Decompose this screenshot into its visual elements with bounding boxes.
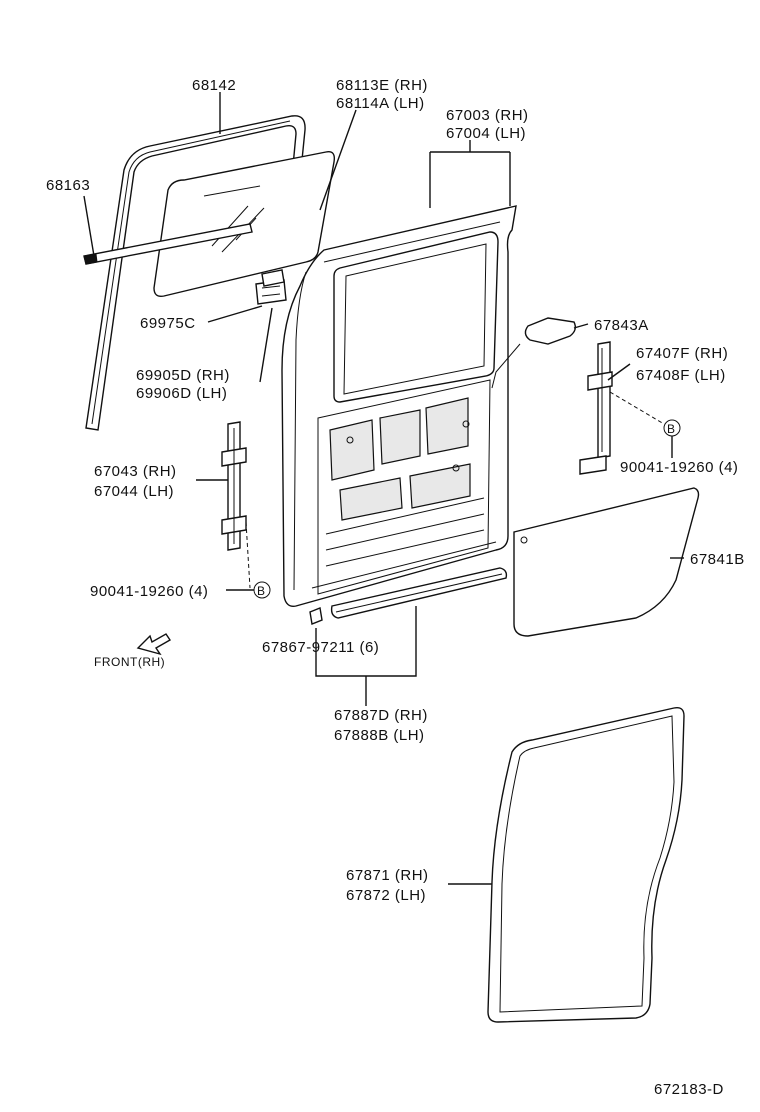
label-69906D: 69906D (LH) (136, 385, 227, 402)
clip-67867 (309, 607, 323, 625)
label-69905D: 69905D (RH) (136, 367, 230, 384)
label-67888B: 67888B (LH) (334, 727, 425, 744)
ref-marker-b-right: B (663, 419, 681, 437)
label-67003: 67003 (RH) (446, 107, 529, 124)
hinge-67407F (579, 341, 613, 475)
quarter-glass-68113E (153, 151, 336, 298)
label-67004: 67004 (LH) (446, 125, 526, 142)
label-front: FRONT(RH) (94, 655, 165, 669)
door-panel-67003 (281, 205, 517, 607)
door-frame-strip-67887D (330, 567, 508, 619)
leader-lines (83, 92, 684, 885)
door-trim-67841B (513, 487, 700, 637)
svg-text:B: B (257, 584, 266, 598)
label-67887D: 67887D (RH) (334, 707, 428, 724)
label-68113E: 68113E (RH) (336, 77, 428, 94)
hole-cover-67843A (491, 317, 577, 389)
glass-channel-68163 (83, 223, 253, 265)
label-90041-left: 90041-19260 (4) (90, 583, 208, 600)
label-67843A: 67843A (594, 317, 649, 334)
label-67043: 67043 (RH) (94, 463, 177, 480)
clip-69905D (261, 269, 285, 287)
label-67407F: 67407F (RH) (636, 345, 728, 362)
label-67841B: 67841B (690, 551, 745, 568)
label-90041-right: 90041-19260 (4) (620, 459, 738, 476)
label-67408F: 67408F (LH) (636, 367, 726, 384)
label-68163: 68163 (46, 177, 90, 194)
label-68114A: 68114A (LH) (336, 95, 425, 112)
label-67872: 67872 (LH) (346, 887, 426, 904)
hinge-67043 (221, 421, 247, 551)
label-69975C: 69975C (140, 315, 196, 332)
weatherstrip-67871 (487, 706, 685, 1023)
label-67044: 67044 (LH) (94, 483, 174, 500)
label-68142: 68142 (192, 77, 236, 94)
figure-code: 672183-D (654, 1081, 724, 1098)
label-67867: 67867-97211 (6) (262, 639, 379, 656)
label-67871: 67871 (RH) (346, 867, 429, 884)
svg-text:B: B (667, 422, 676, 436)
front-arrow-icon (136, 633, 171, 656)
ref-marker-b-left: B (253, 581, 271, 599)
